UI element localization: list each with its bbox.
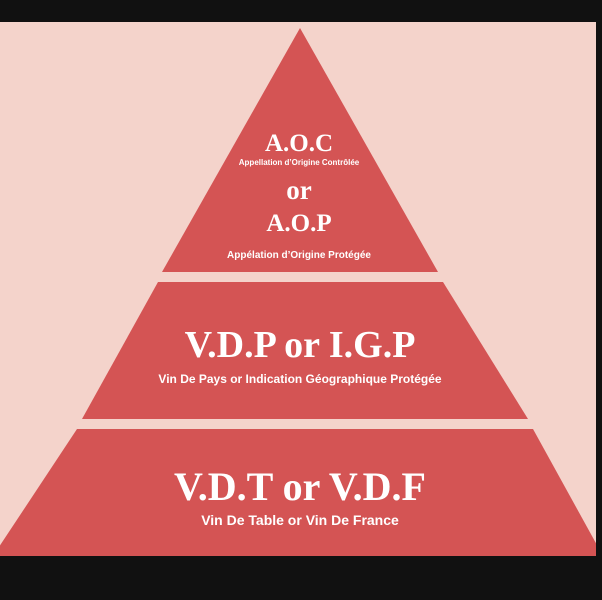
pyramid-tier-middle	[82, 282, 528, 419]
pyramid-tier-top	[162, 28, 438, 272]
top-tier-subtitle-aoc: Appellation d’Origine Contrôlée	[239, 158, 360, 167]
bottom-tier-subtitle: Vin De Table or Vin De France	[201, 512, 399, 528]
top-tier-title-aop: A.O.P	[266, 210, 331, 237]
top-tier-connector-or: or	[286, 175, 312, 205]
wine-classification-pyramid: A.O.C Appellation d’Origine Contrôlée or…	[0, 28, 596, 556]
pyramid-tier-bottom	[0, 429, 596, 556]
middle-tier-subtitle: Vin De Pays or Indication Géographique P…	[158, 372, 442, 386]
top-tier-subtitle-aop: Appélation d’Origine Protégée	[227, 250, 371, 261]
top-tier-title-aoc: A.O.C	[265, 130, 333, 157]
bottom-tier-title: V.D.T or V.D.F	[174, 464, 426, 509]
middle-tier-title: V.D.P or I.G.P	[185, 324, 416, 366]
diagram-canvas: A.O.C Appellation d’Origine Contrôlée or…	[0, 22, 596, 556]
